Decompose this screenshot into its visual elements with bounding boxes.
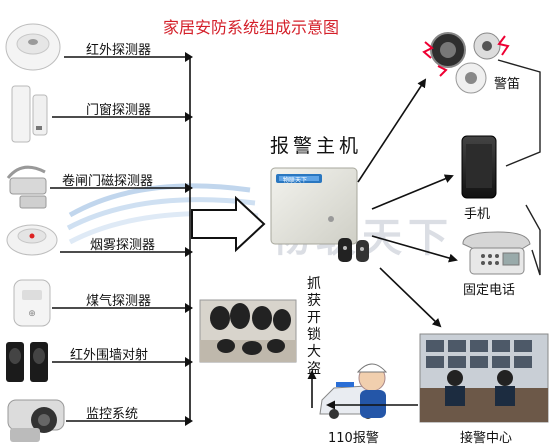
diagram-title: 家居安防系统组成示意图 bbox=[163, 18, 340, 37]
infrared-detector-icon bbox=[5, 23, 61, 71]
police-officer-icon bbox=[356, 363, 388, 418]
monitoring-system-label: 监控系统 bbox=[86, 407, 139, 422]
smoke-detector-label: 烟雾探测器 bbox=[90, 238, 156, 253]
center-label: 接警中心 bbox=[460, 431, 513, 446]
landline-label: 固定电话 bbox=[463, 283, 516, 298]
camera-icon bbox=[7, 399, 65, 442]
siren-label: 警笛 bbox=[494, 77, 521, 92]
rolling-door-detector-label: 卷闸门磁探测器 bbox=[62, 174, 154, 189]
siren-icon bbox=[422, 32, 510, 94]
mobile-phone-icon bbox=[461, 135, 497, 199]
alarm-host-label: 报警主机 bbox=[270, 135, 363, 157]
gas-detector-icon: ⊕ bbox=[13, 279, 51, 327]
mobile-label: 手机 bbox=[464, 207, 491, 222]
infrared-beam-label: 红外围墙对射 bbox=[70, 348, 149, 363]
alarm-host-icon bbox=[270, 167, 358, 245]
side-link-lines bbox=[497, 59, 541, 276]
main-input-arrow bbox=[191, 195, 266, 253]
infrared-detector-label: 红外探测器 bbox=[86, 43, 152, 58]
infrared-beam-icon bbox=[6, 342, 48, 382]
output-arrows bbox=[307, 78, 458, 410]
door-window-detector-label: 门窗探测器 bbox=[86, 103, 152, 118]
landline-phone-icon bbox=[462, 231, 531, 275]
thieves-photo bbox=[199, 299, 297, 363]
door-window-detector-icon bbox=[11, 85, 48, 143]
rolling-door-detector-icon bbox=[6, 165, 47, 209]
detector-arrowheads bbox=[185, 52, 193, 426]
police-label: 110报警 bbox=[328, 431, 379, 446]
smoke-detector-icon bbox=[6, 224, 58, 256]
gas-detector-label: 煤气探测器 bbox=[86, 294, 152, 309]
host-brand-label: 物联天下 bbox=[283, 177, 308, 184]
svg-text:⊕: ⊕ bbox=[28, 309, 36, 319]
monitoring-center-icon bbox=[419, 333, 549, 423]
remote-key-icons bbox=[338, 238, 369, 262]
unlock-thief-vertical-label: 抓获开锁大盗 bbox=[307, 276, 321, 377]
